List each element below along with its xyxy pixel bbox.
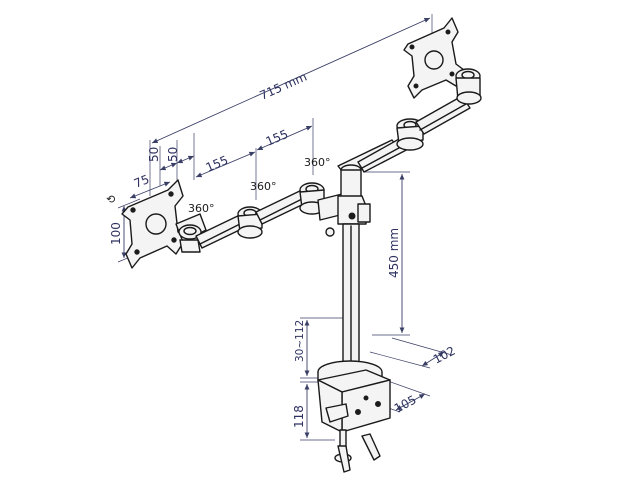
left-vesa-plate — [121, 179, 187, 269]
dim-vesa-height: 100 — [109, 222, 123, 245]
dim-pole-height: 450 mm — [387, 228, 401, 278]
joint-rotation-left: 360° — [188, 202, 215, 215]
rotation-labels: ⟲ 360° 360° 360° — [106, 156, 331, 215]
dim-line-715 — [151, 17, 431, 144]
dim-arm-segment-a: 155 — [204, 153, 231, 175]
left-arm — [175, 182, 345, 253]
right-vesa-plate — [403, 17, 465, 99]
dim-base-depth: 102 — [431, 344, 458, 367]
joint-rotation-middle: 360° — [250, 180, 277, 193]
dimension-lines — [117, 14, 453, 441]
dim-vesa-width: 75 — [132, 172, 151, 191]
pole — [325, 164, 371, 371]
dim-offset-a: 50 — [147, 147, 161, 162]
dim-offset-b: 50 — [166, 147, 180, 162]
right-arm — [337, 68, 482, 177]
dim-clamp-height: 118 — [292, 405, 306, 428]
desk-clamp — [317, 360, 391, 473]
dim-clamp-depth: 105 — [392, 393, 419, 416]
joint-rotation-right: 360° — [304, 156, 331, 169]
tilt-rotation-icon: ⟲ — [106, 193, 115, 206]
dim-clamp-range: 30~112 — [294, 320, 306, 362]
dim-total-span: 715 mm — [258, 70, 309, 103]
dim-arm-segment-b: 155 — [264, 127, 291, 149]
